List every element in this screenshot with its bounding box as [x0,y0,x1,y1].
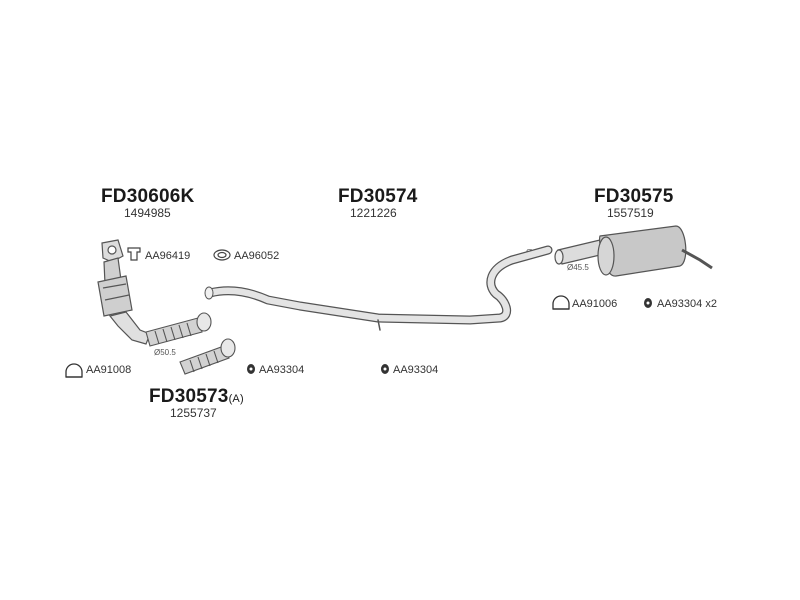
label-gasket-ring: AA96052 [234,250,280,262]
clamp-rear-icon [552,295,570,310]
label-rubber-front: AA93304 [259,364,305,376]
part-number-middle-pipe: FD30574 [338,186,418,207]
rubber-mount-middle-icon [381,364,389,374]
middle-pipe-drawing [204,245,553,331]
ref-number-front-pipe: 1255737 [170,406,217,420]
label-gasket-manifold: AA96419 [145,250,191,262]
rubber-mount-rear-icon [644,298,652,308]
part-number-front-pipe-suffix: (A) [228,393,244,405]
rubber-mount-front-icon [247,364,255,374]
label-rubber-middle: AA93304 [393,364,439,376]
part-number-rear-silencer: FD30575 [594,186,674,207]
label-rubber-rear: AA93304 x2 [657,298,717,310]
label-clamp-front: AA91008 [86,364,132,376]
label-rubber-rear-qty: x2 [705,298,717,310]
gasket-ring-icon [213,249,231,261]
front-pipe-drawing [145,312,236,375]
gasket-manifold-icon [127,247,141,261]
ref-number-catalytic: 1494985 [124,206,171,220]
part-number-catalytic: FD30606K [101,186,195,207]
part-number-front-pipe: FD30573(A) [149,386,244,408]
catalytic-converter-drawing [97,239,151,345]
rear-silencer-drawing [554,225,713,277]
label-clamp-rear: AA91006 [572,298,618,310]
label-rubber-rear-code: AA93304 [657,298,703,310]
part-number-front-pipe-text: FD30573 [149,386,229,407]
clamp-front-icon [65,363,83,378]
ref-number-middle-pipe: 1221226 [350,206,397,220]
ref-number-rear-silencer: 1557519 [607,206,654,220]
dim-tail-outlet: Ø45.5 [567,263,589,272]
dim-front-pipe: Ø50.5 [154,348,176,357]
